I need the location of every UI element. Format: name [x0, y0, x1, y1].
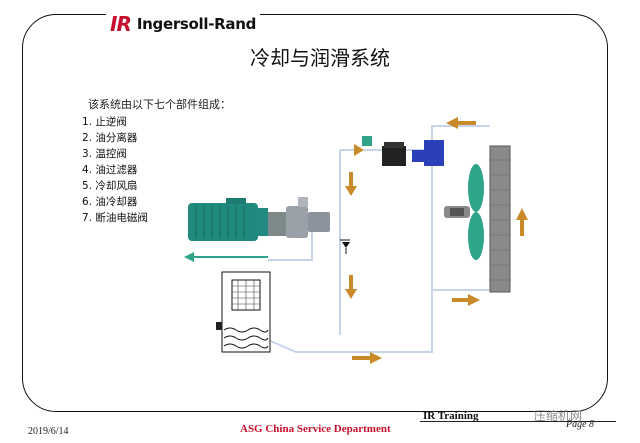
footer-training: IR Training	[423, 410, 479, 422]
part-thermostatic-valve: 3. 温控阀	[82, 148, 127, 160]
oil-filter	[412, 140, 444, 166]
flow-arrow-down-1	[349, 172, 353, 186]
airend	[286, 197, 330, 238]
flow-arrow-left-top-head	[446, 117, 458, 129]
oil-cooler	[489, 145, 511, 293]
outlet-arrow	[184, 252, 268, 262]
ir-logo-mark: IR	[110, 12, 132, 36]
part-oil-filter: 4. 油过滤器	[82, 164, 138, 176]
footer-department: ASG China Service Department	[240, 423, 391, 435]
brand-logo: IR Ingersoll-Rand	[106, 12, 261, 36]
footer-rule	[420, 421, 616, 422]
intro-text: 该系统由以下七个部件组成：	[88, 98, 231, 111]
footer-page-number: Page 8	[566, 419, 595, 430]
footer-date: 2019/6/14	[28, 426, 69, 437]
part-cooling-fan: 5. 冷却风扇	[82, 180, 138, 192]
oil-pipes	[267, 125, 490, 353]
pipe-tank-outlet	[267, 339, 297, 353]
check-valve	[354, 136, 372, 156]
cooling-fan	[444, 164, 484, 260]
pipe-bottom-return	[296, 150, 433, 353]
flow-arrow-down-2-head	[345, 289, 357, 299]
part-oil-cutoff-solenoid: 7. 断油电磁阀	[82, 212, 148, 224]
flow-arrow-up-cooler-head	[516, 208, 528, 220]
flow-arrow-right-return-head	[370, 352, 382, 364]
flow-arrow-right-return	[352, 356, 370, 360]
oil-separator-tank	[216, 271, 271, 353]
flow-arrow-down-2	[349, 275, 353, 289]
flow-arrow-up-cooler	[520, 220, 524, 236]
slide-frame	[22, 14, 608, 412]
flow-arrow-right-bottom-head	[468, 294, 480, 306]
flow-arrow-right-bottom	[452, 298, 468, 302]
part-check-valve: 1. 止逆阀	[82, 116, 127, 128]
thermostatic-valve	[382, 142, 406, 166]
part-oil-separator: 2. 油分离器	[82, 132, 138, 144]
flow-arrows	[345, 117, 528, 364]
flow-arrow-left-top	[458, 121, 476, 125]
part-oil-cooler: 6. 油冷却器	[82, 196, 138, 208]
flow-arrow-down-1-head	[345, 186, 357, 196]
motor	[188, 198, 288, 241]
oil-cutoff-solenoid	[340, 239, 350, 254]
parts-list: 1. 止逆阀 2. 油分离器 3. 温控阀 4. 油过滤器 5. 冷却风扇 6.…	[82, 114, 148, 226]
slide-title: 冷却与润滑系统	[250, 46, 390, 70]
watermark: 压缩机网	[534, 409, 583, 423]
brand-name: Ingersoll-Rand	[136, 15, 257, 33]
